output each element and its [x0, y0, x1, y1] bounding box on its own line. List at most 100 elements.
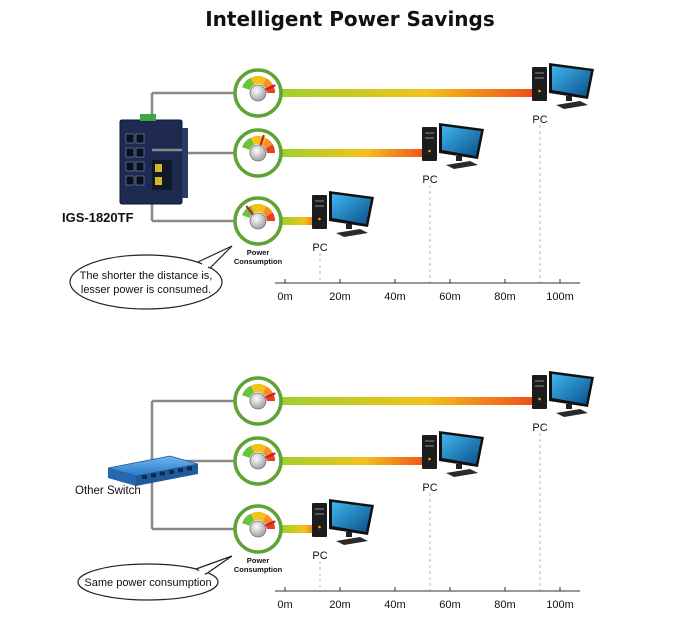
gauge-segment — [262, 206, 273, 217]
power-beam — [282, 149, 432, 157]
power-gauge-icon — [233, 504, 283, 554]
power-beam — [282, 457, 432, 465]
pc-drive-bay — [315, 200, 324, 202]
power-gauge-icon — [233, 68, 283, 118]
pc-drive-bay — [535, 385, 544, 387]
switch-port — [125, 133, 135, 144]
pc-monitor-screen — [442, 434, 481, 464]
pc-label: PC — [422, 174, 437, 186]
pc-icon — [312, 499, 374, 545]
axis-tick-label: 20m — [329, 599, 350, 611]
pc-label: PC — [312, 242, 327, 254]
pc-tower — [312, 195, 327, 229]
pc-drive-bay — [535, 72, 544, 74]
desktop-switch-icon — [107, 455, 199, 486]
bubble-text-line: The shorter the distance is, — [80, 270, 213, 282]
pc-monitor-stand — [566, 96, 572, 101]
pc-tower — [532, 67, 547, 101]
switch-din-clip — [140, 114, 156, 121]
switch-port — [125, 175, 135, 186]
gauge-knob — [249, 392, 267, 410]
power-gauge-icon — [233, 128, 283, 178]
gauge-segment — [250, 204, 267, 214]
axis-tick-label: 60m — [439, 291, 460, 303]
pc-keyboard — [556, 101, 588, 109]
switch-port — [125, 147, 135, 158]
gauge-caption-line: Power — [247, 248, 270, 257]
axis-tick-label: 40m — [384, 599, 405, 611]
axis-tick-label: 0m — [277, 599, 292, 611]
gauge-segment — [262, 138, 273, 149]
pc-monitor-screen — [442, 126, 481, 156]
gauge-segment — [242, 137, 255, 150]
axis-tick-label: 80m — [494, 291, 515, 303]
gauge-segment — [242, 513, 255, 526]
pc-drive-bay — [535, 77, 544, 79]
speech-bubble: The shorter the distance is, lesser power… — [69, 245, 233, 310]
pc-keyboard — [556, 409, 588, 417]
pc-drive-bay — [535, 380, 544, 382]
pc-drive-bay — [425, 445, 434, 447]
gauge-segment — [250, 76, 267, 86]
switch-port — [135, 161, 145, 172]
power-beam — [282, 217, 322, 225]
switch-port — [135, 133, 145, 144]
switch-port — [187, 466, 192, 471]
pc-label: PC — [422, 482, 437, 494]
pc-monitor-stand — [456, 156, 462, 161]
gauge-segment — [262, 78, 273, 89]
axis-tick-label: 80m — [494, 599, 515, 611]
pc-icon — [532, 63, 594, 109]
gauge-segment — [242, 77, 255, 90]
pc-keyboard — [336, 229, 368, 237]
pc-power-led — [428, 149, 431, 153]
switch-port — [135, 147, 145, 158]
gauge-segment — [242, 385, 255, 398]
pc-drive-bay — [315, 513, 324, 515]
switch-port — [142, 475, 147, 479]
power-beam — [282, 525, 322, 533]
pc-monitor-stand — [456, 464, 462, 469]
pc-drive-bay — [425, 137, 434, 139]
pc-tower — [532, 375, 547, 409]
switch-left-face — [108, 468, 136, 486]
device-label: Other Switch — [75, 485, 141, 497]
gauge-segment — [265, 144, 275, 153]
device-label: IGS-1820TF — [62, 210, 134, 225]
gauge-knob — [249, 452, 267, 470]
switch-side-panel — [182, 128, 188, 198]
pc-power-led — [538, 397, 541, 401]
pc-monitor-screen — [332, 194, 371, 224]
pc-monitor-screen — [552, 66, 591, 96]
switch-sfp-port — [155, 177, 162, 185]
gauge-caption-line: Consumption — [234, 257, 283, 266]
axis-tick-label: 100m — [546, 599, 574, 611]
pc-icon — [532, 371, 594, 417]
gauge-knob — [249, 84, 267, 102]
pc-tower — [312, 503, 327, 537]
industrial-switch-icon — [119, 114, 188, 205]
power-gauge-icon — [233, 376, 283, 426]
bubble-tail-joint — [198, 569, 206, 575]
gauge-knob — [249, 144, 267, 162]
pc-tower — [422, 435, 437, 469]
pc-drive-bay — [315, 508, 324, 510]
gauge-segment — [250, 512, 267, 522]
pc-monitor-stand — [566, 404, 572, 409]
bubble-text-line: lesser power is consumed. — [81, 284, 211, 296]
axis-tick-label: 100m — [546, 291, 574, 303]
bubble-body — [69, 254, 223, 310]
switch-port — [135, 175, 145, 186]
pc-monitor-stand — [346, 224, 352, 229]
axis-tick-label: 20m — [329, 291, 350, 303]
pc-monitor-stand — [346, 532, 352, 537]
power-gauge-icon — [233, 196, 283, 246]
switch-port — [125, 161, 135, 172]
gauge-caption-line: Consumption — [234, 565, 283, 574]
pc-keyboard — [336, 537, 368, 545]
gauge-knob — [249, 520, 267, 538]
switch-port — [178, 468, 183, 473]
